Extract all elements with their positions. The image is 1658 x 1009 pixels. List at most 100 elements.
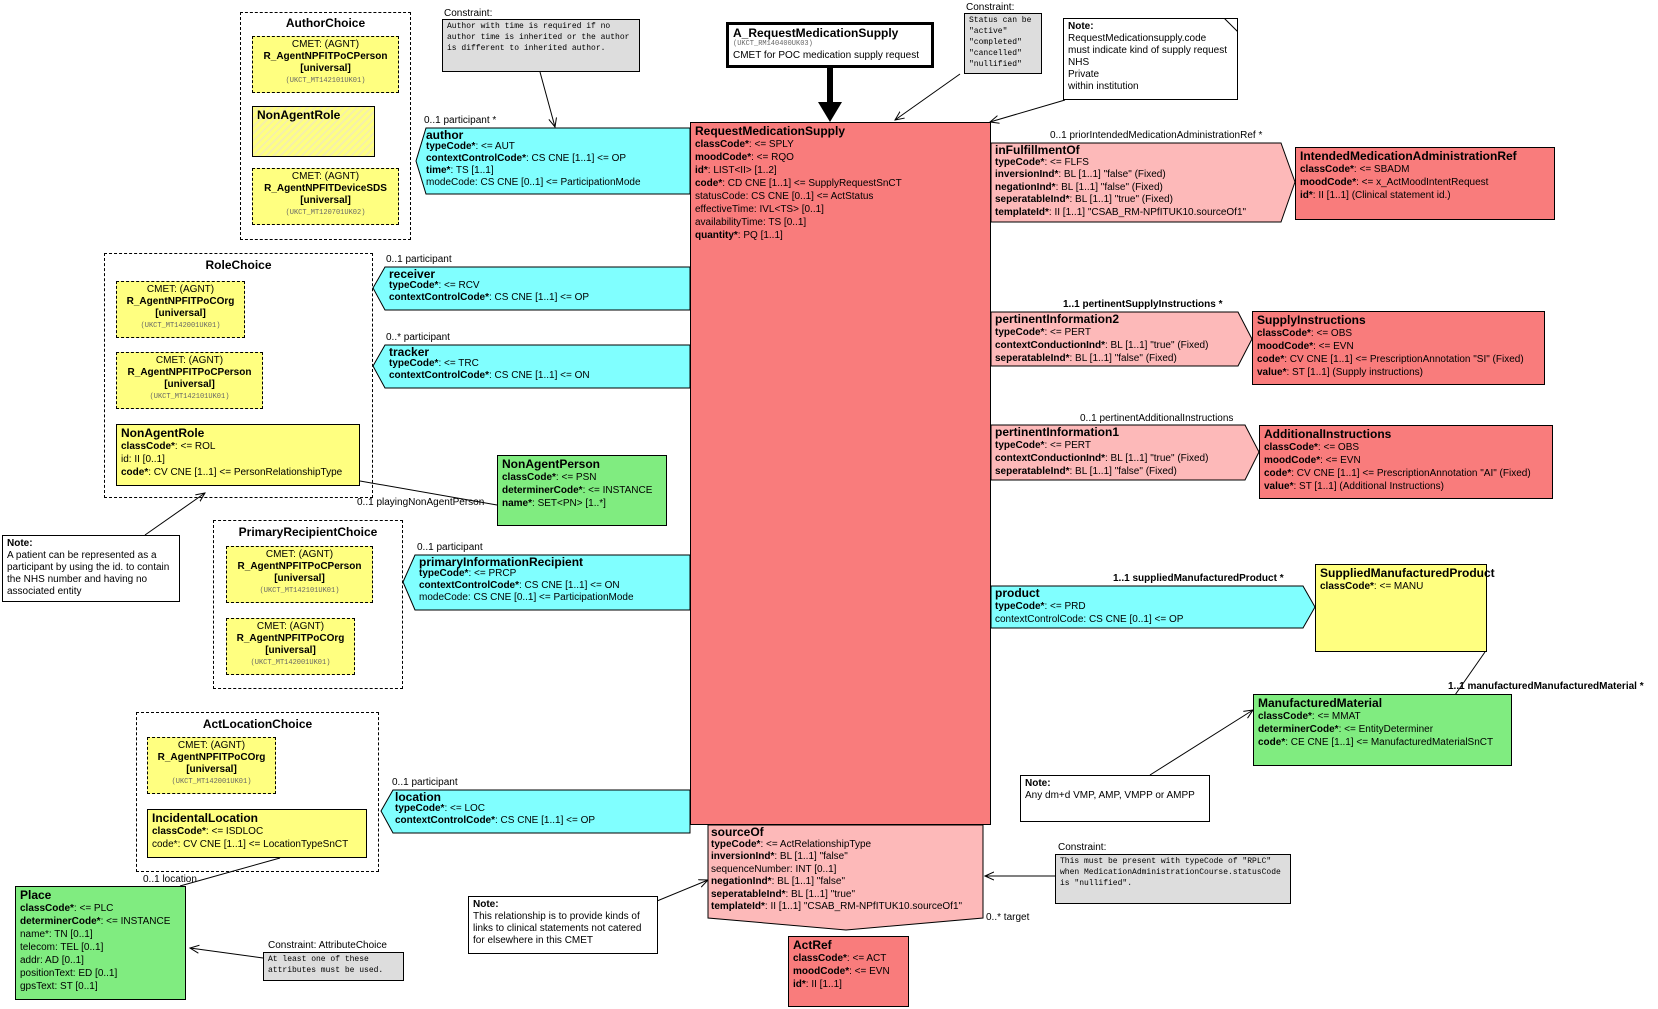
supplied-product-title: SuppliedManufacturedProduct bbox=[1320, 566, 1495, 580]
attribute-row: contextControlCode: CS CNE [0..1] <= OP bbox=[995, 614, 1184, 625]
cmet-code: (UKCT_MT142001UK01) bbox=[250, 659, 331, 667]
note-text: Any dm+d VMP, AMP, VMPP or AMPP bbox=[1025, 790, 1195, 801]
attribute-row: classCode*: <= PSN bbox=[502, 472, 597, 483]
note-text: A patient can be represented as a partic… bbox=[7, 550, 170, 597]
attribute-row: code*: CV CNE [1..1] <= PersonRelationsh… bbox=[121, 467, 343, 478]
attribute-row: moodCode*: <= RQO bbox=[695, 152, 794, 163]
attribute-row: gpsText: ST [0..1] bbox=[20, 981, 98, 992]
attribute-row: value*: ST [1..1] (Additional Instructio… bbox=[1264, 481, 1444, 492]
attribute-row: typeCode*: <= ActRelationshipType bbox=[711, 838, 872, 850]
cmet-flavor: [universal] bbox=[300, 195, 351, 206]
additional-instructions-class: AdditionalInstructions classCode*: <= OB… bbox=[1259, 425, 1553, 499]
additional-instructions-title: AdditionalInstructions bbox=[1264, 427, 1392, 441]
attribute-row: addr: AD [0..1] bbox=[20, 955, 84, 966]
author-choice-title: AuthorChoice bbox=[285, 16, 366, 30]
attribute-row: negationInd*: BL [1..1] "false" (Fixed) bbox=[995, 181, 1163, 193]
attribute-row: templateId*: II [1..1] "CSAB_RM-NPfITUK1… bbox=[995, 206, 1247, 218]
pertinent-information1-relationship: pertinentInformation1 typeCode*: <= PERT… bbox=[995, 426, 1208, 478]
cmet-name: R_AgentNPFITPoCOrg bbox=[157, 752, 266, 763]
attribute-row: classCode*: <= MANU bbox=[1320, 581, 1424, 592]
note-patient: Note: A patient can be represented as a … bbox=[2, 535, 180, 602]
constraint-rplc: This must be present with typeCode of "R… bbox=[1055, 854, 1291, 904]
attribute-row: typeCode*: <= RCV bbox=[389, 280, 480, 291]
cmet-name: R_AgentNPFITPoCPerson bbox=[127, 367, 252, 378]
cmet-code: (UKCT_MT142101UK01) bbox=[259, 587, 340, 595]
cmet-line: CMET: (AGNT) bbox=[291, 39, 360, 50]
tracker-title: tracker bbox=[389, 345, 430, 359]
manufactured-material-title: ManufacturedMaterial bbox=[1258, 696, 1383, 710]
cmet-line: CMET: (AGNT) bbox=[256, 621, 325, 632]
non-agent-role-title: NonAgentRole bbox=[257, 108, 341, 122]
attribute-row: name*: SET<PN> [1..*] bbox=[502, 498, 606, 509]
primary-information-recipient-participation: primaryInformationRecipient typeCode*: <… bbox=[419, 556, 634, 604]
attribute-row: typeCode*: <= LOC bbox=[395, 803, 486, 814]
product-cardinality: 1..1 suppliedManufacturedProduct * bbox=[1113, 573, 1284, 584]
non-agent-person-title: NonAgentPerson bbox=[502, 457, 601, 471]
attribute-row: contextControlCode*: CS CNE [1..1] <= OP bbox=[426, 153, 627, 164]
main-title: RequestMedicationSupply bbox=[695, 124, 846, 138]
note-text: This relationship is to provide kinds of… bbox=[473, 911, 642, 946]
attribute-row: typeCode*: <= AUT bbox=[426, 141, 515, 152]
attribute-row: id*: II [1..1] bbox=[793, 979, 842, 990]
supply-instructions-title: SupplyInstructions bbox=[1257, 313, 1366, 327]
attribute-row: classCode*: <= SPLY bbox=[695, 139, 794, 150]
non-agent-role-stub: NonAgentRole bbox=[252, 106, 375, 157]
constraint-author-label: Constraint: bbox=[444, 8, 493, 19]
pertinent-information2-cardinality: 1..1 pertinentSupplyInstructions * bbox=[1063, 299, 1223, 310]
incidental-location-title: IncidentalLocation bbox=[152, 811, 259, 825]
constraint-status-line: "nullified" bbox=[969, 60, 1022, 69]
author-title: author bbox=[426, 128, 464, 142]
location-cardinality: 0..1 participant bbox=[392, 777, 458, 788]
cmet-name: R_AgentNPFITPoCPerson bbox=[263, 51, 388, 62]
attribute-row: effectiveTime: IVL<TS> [0..1] bbox=[695, 204, 824, 215]
attribute-row: classCode*: <= ROL bbox=[121, 441, 216, 452]
attribute-row: inversionInd*: BL [1..1] "false" bbox=[711, 851, 848, 862]
cmet-name: R_AgentNPFITPoCPerson bbox=[237, 561, 362, 572]
note-line: within institution bbox=[1068, 81, 1139, 92]
note-title: Note: bbox=[7, 538, 33, 549]
cmet-line: CMET: (AGNT) bbox=[291, 171, 360, 182]
role-choice: RoleChoice bbox=[104, 253, 373, 498]
constraint-status-line: "completed" bbox=[969, 38, 1022, 47]
supplied-manufactured-product-class: SuppliedManufacturedProduct classCode*: … bbox=[1315, 564, 1495, 652]
non-agent-person-cardinality: 0..1 playingNonAgentPerson bbox=[357, 497, 485, 508]
pertinent-information1-attributes: typeCode*: <= PERT contextConductionInd*:… bbox=[995, 439, 1208, 478]
cmet-agent-person: CMET: (AGNT) R_AgentNPFITPoCPerson [univ… bbox=[226, 546, 373, 603]
attribute-row: id*: LIST<II> [1..2] bbox=[695, 165, 777, 176]
product-title: product bbox=[995, 586, 1040, 600]
attribute-row: seperatableInd*: BL [1..1] "true" (Fixed… bbox=[995, 194, 1173, 205]
source-of-relationship: sourceOf typeCode*: <= ActRelationshipTy… bbox=[711, 826, 962, 914]
attribute-row: typeCode*: <= PRCP bbox=[419, 568, 517, 579]
pertinent-information1-title: pertinentInformation1 bbox=[995, 425, 1120, 439]
receiver-title: receiver bbox=[389, 267, 436, 281]
cmet-line: CMET: (AGNT) bbox=[146, 284, 215, 295]
entry-desc: CMET for POC medication supply request bbox=[733, 50, 920, 61]
attribute-row: classCode*: <= MMAT bbox=[1258, 711, 1361, 722]
attribute-row: code*: CD CNE [1..1] <= SupplyRequestSnC… bbox=[695, 178, 902, 189]
primary-recipient-cardinality: 0..1 participant bbox=[417, 542, 483, 553]
cmet-flavor: [universal] bbox=[186, 764, 237, 775]
note-title: Note: bbox=[473, 899, 499, 910]
attribute-row: sequenceNumber: INT [0..1] bbox=[711, 863, 837, 875]
note-vmp: Note: Any dm+d VMP, AMP, VMPP or AMPP bbox=[1020, 775, 1210, 822]
intended-ref-title: IntendedMedicationAdministrationRef bbox=[1300, 149, 1517, 163]
attribute-row: contextConductionInd*: BL [1..1] "true" … bbox=[995, 453, 1209, 464]
cmet-name: R_AgentNPFITPoCOrg bbox=[126, 296, 235, 307]
pertinent-information2-relationship: pertinentInformation2 typeCode*: <= PERT… bbox=[995, 313, 1208, 365]
place-cardinality: 0..1 location bbox=[143, 874, 197, 885]
manufactured-material-cardinality: 1..1 manufacturedManufacturedMaterial * bbox=[1448, 681, 1644, 692]
constraint-author: Author with time is required if no autho… bbox=[442, 19, 640, 72]
cmet-code: (UKCT_MT142101UK01) bbox=[285, 77, 366, 85]
act-ref-title: ActRef bbox=[793, 938, 832, 952]
request-medication-supply-class: RequestMedicationSupply classCode*: <= S… bbox=[690, 122, 991, 825]
in-fulfillment-of-cardinality: 0..1 priorIntendedMedicationAdministrati… bbox=[1050, 130, 1263, 141]
attribute-row: typeCode*: <= PERT bbox=[995, 440, 1091, 451]
author-cardinality: 0..1 participant * bbox=[424, 115, 497, 126]
